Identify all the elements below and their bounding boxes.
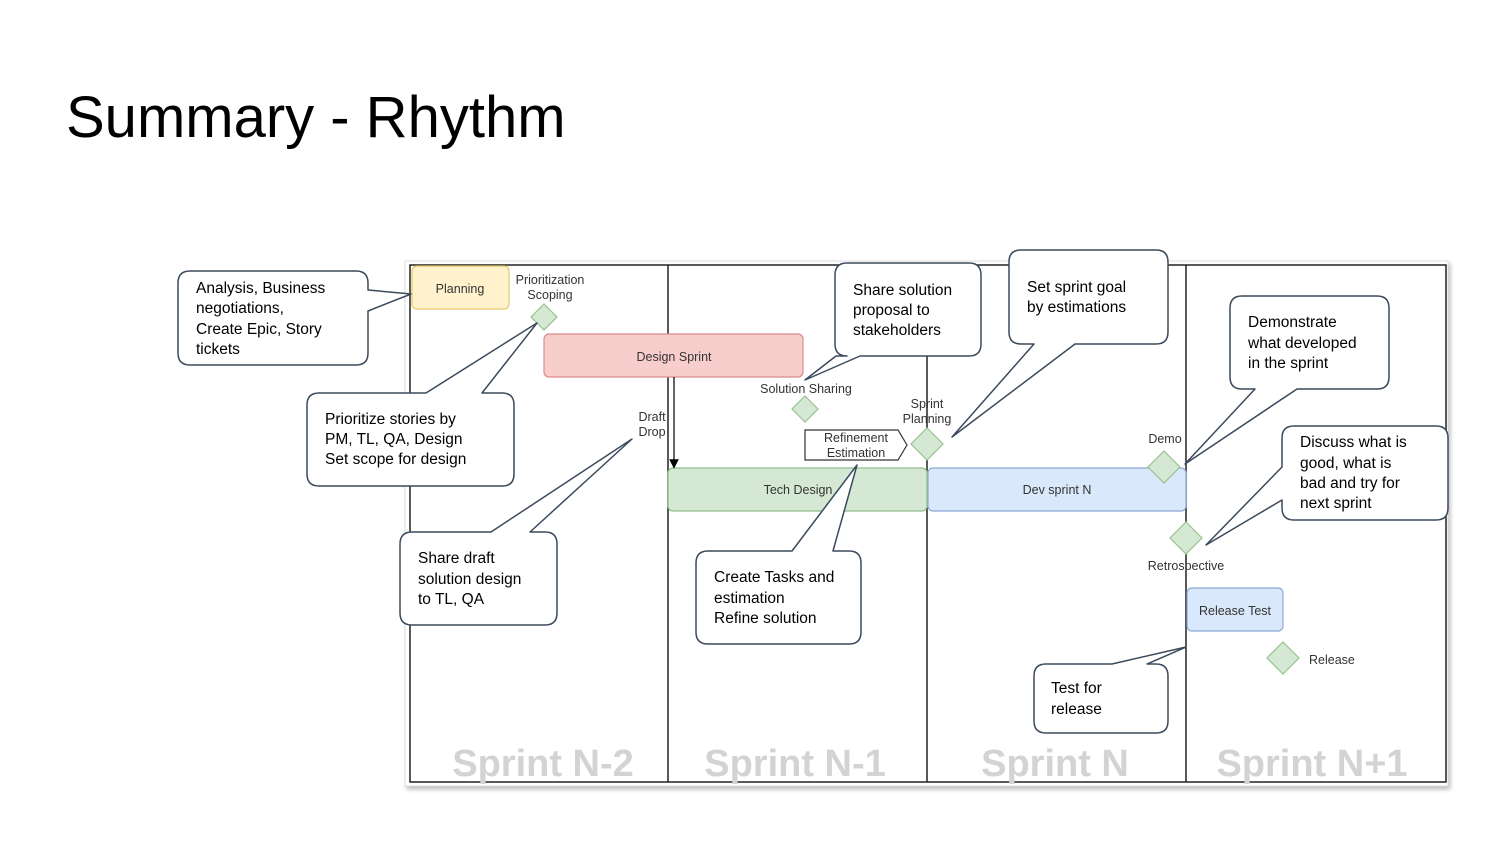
svg-text:Design Sprint: Design Sprint <box>636 350 712 364</box>
svg-text:Refine solution: Refine solution <box>714 610 817 627</box>
svg-text:Test for: Test for <box>1051 680 1102 697</box>
svg-text:Set sprint goal: Set sprint goal <box>1027 279 1126 296</box>
svg-text:bad and try for: bad and try for <box>1300 475 1400 492</box>
milestone-sprint-planning-diamond <box>910 427 944 461</box>
svg-text:negotiations,: negotiations, <box>196 300 284 317</box>
callout-test-release: Test for release <box>1033 646 1187 734</box>
svg-text:Analysis, Business: Analysis, Business <box>196 280 325 297</box>
milestone-label: Drop <box>638 425 665 439</box>
svg-text:Dev sprint N: Dev sprint N <box>1023 483 1092 497</box>
milestone-solution-sharing-diamond <box>791 395 819 423</box>
slide-title: Summary - Rhythm <box>66 85 566 150</box>
milestone-label: Draft <box>638 410 666 424</box>
svg-text:Demonstrate: Demonstrate <box>1248 314 1337 331</box>
sprint-label: Sprint N+1 <box>1216 743 1407 785</box>
svg-text:Create Epic, Story: Create Epic, Story <box>196 321 322 338</box>
svg-text:stakeholders: stakeholders <box>853 322 941 339</box>
activity-tech-design: Tech Design <box>667 467 928 512</box>
svg-text:what developed: what developed <box>1247 335 1357 352</box>
milestone-label: Solution Sharing <box>760 382 852 396</box>
milestone-label: Planning <box>903 412 952 426</box>
svg-text:Release Test: Release Test <box>1199 604 1272 618</box>
sprint-label: Sprint N <box>981 743 1129 785</box>
svg-text:Set scope for design: Set scope for design <box>325 451 466 468</box>
callout-analysis: Analysis, Business negotiations, Create … <box>177 270 412 366</box>
svg-text:Share draft: Share draft <box>418 550 495 567</box>
svg-text:Discuss what is: Discuss what is <box>1300 434 1407 451</box>
milestone-release-diamond <box>1266 641 1300 675</box>
milestone-label: Retrospective <box>1148 559 1224 573</box>
svg-text:Create Tasks and: Create Tasks and <box>714 569 834 586</box>
callout-share-solution: Share solution proposal to stakeholders <box>804 262 982 381</box>
milestone-refinement-estimation: Refinement Estimation <box>804 429 908 461</box>
svg-text:to TL, QA: to TL, QA <box>418 591 485 608</box>
milestone-label: Sprint <box>911 397 944 411</box>
callout-discuss: Discuss what is good, what is bad and tr… <box>1205 425 1449 546</box>
svg-text:Planning: Planning <box>436 282 485 296</box>
callout-sprint-goal: Set sprint goal by estimations <box>951 249 1169 438</box>
milestone-label: Release <box>1309 653 1355 667</box>
svg-text:estimation: estimation <box>714 590 785 607</box>
sprint-label: Sprint N-1 <box>704 743 886 785</box>
callout-prioritize: Prioritize stories by PM, TL, QA, Design… <box>306 322 538 487</box>
svg-text:Share solution: Share solution <box>853 282 952 299</box>
svg-text:Prioritize stories by: Prioritize stories by <box>325 411 456 428</box>
svg-text:good, what is: good, what is <box>1300 455 1392 472</box>
activity-release-test: Release Test <box>1186 587 1284 632</box>
milestone-label: Scoping <box>527 288 572 302</box>
activity-design-sprint: Design Sprint <box>543 333 804 378</box>
callout-demonstrate: Demonstrate what developed in the sprint <box>1184 295 1390 465</box>
svg-text:release: release <box>1051 701 1102 718</box>
svg-text:next sprint: next sprint <box>1300 495 1372 512</box>
milestone-demo-diamond <box>1147 450 1181 484</box>
milestone-label: Demo <box>1148 432 1181 446</box>
callout-create-tasks: Create Tasks and estimation Refine solut… <box>695 464 862 645</box>
activity-dev-sprint: Dev sprint N <box>927 467 1187 512</box>
svg-text:by estimations: by estimations <box>1027 299 1126 316</box>
activity-planning: Planning <box>411 265 510 310</box>
svg-text:in the sprint: in the sprint <box>1248 355 1329 372</box>
svg-text:solution design: solution design <box>418 571 521 588</box>
svg-text:Estimation: Estimation <box>827 446 885 460</box>
callout-share-draft: Share draft solution design to TL, QA <box>399 438 633 626</box>
svg-text:Tech Design: Tech Design <box>764 483 833 497</box>
milestone-label: Prioritization <box>516 273 585 287</box>
sprint-label: Sprint N-2 <box>452 743 634 785</box>
svg-text:tickets: tickets <box>196 341 240 358</box>
svg-text:PM, TL, QA, Design: PM, TL, QA, Design <box>325 431 463 448</box>
svg-text:proposal to: proposal to <box>853 302 930 319</box>
milestone-retrospective-diamond <box>1169 521 1203 555</box>
svg-text:Refinement: Refinement <box>824 431 888 445</box>
